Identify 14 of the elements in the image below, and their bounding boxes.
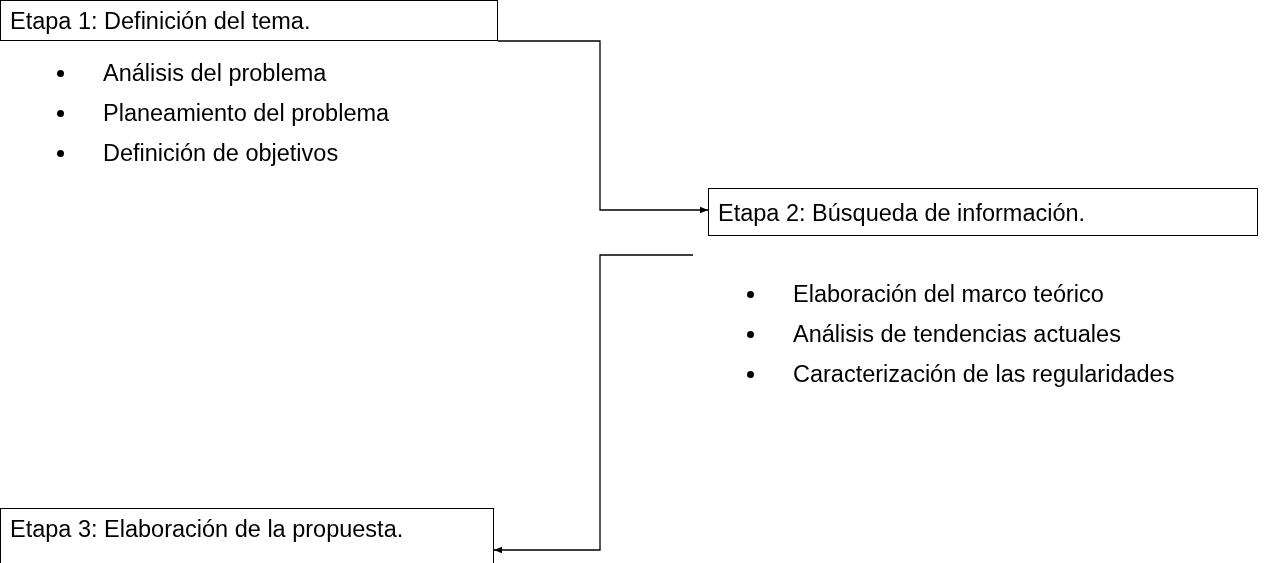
stage-box — [708, 188, 1258, 236]
stage-box — [0, 0, 498, 41]
arrow — [497, 40, 709, 214]
stage-title: Etapa 1: Definición del tema. — [10, 9, 312, 33]
stage-box — [0, 508, 494, 563]
list-item: Definición de objetivos — [103, 139, 340, 168]
list-item: Análisis de tendencias actuales — [793, 320, 1122, 349]
stage-title: Etapa 3: Elaboración de la propuesta. — [10, 517, 405, 541]
stage-title: Etapa 2: Búsqueda de información. — [718, 201, 1087, 225]
list-item: Elaboración del marco teórico — [793, 280, 1105, 309]
list-item: Planeamiento del problema — [103, 99, 391, 128]
list-item: Caracterización de las regularidades — [793, 360, 1176, 389]
arrow — [493, 254, 694, 554]
list-item: Análisis del problema — [103, 59, 328, 88]
